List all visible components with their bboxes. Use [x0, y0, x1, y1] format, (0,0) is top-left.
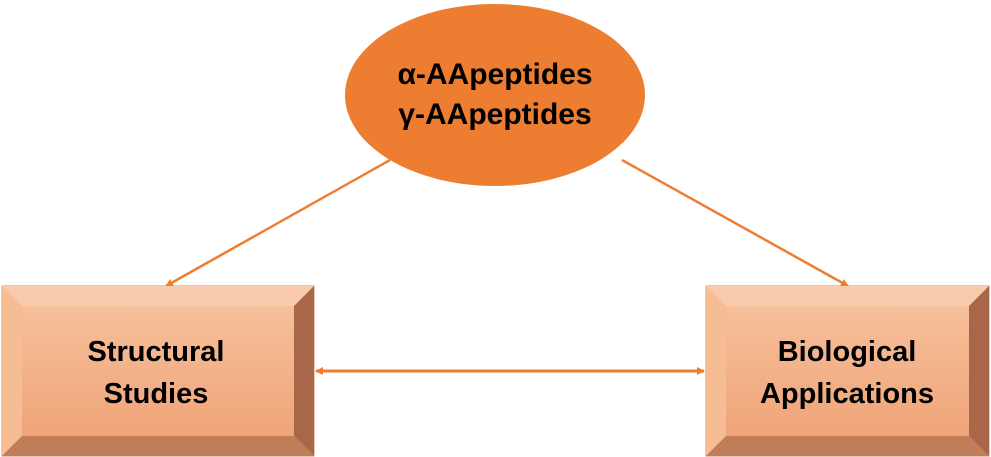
- node-aapeptides-shape: [345, 4, 645, 186]
- connectors: [165, 158, 849, 375]
- box-biological-line2: Applications: [760, 378, 934, 410]
- box-biological-face: [726, 306, 969, 436]
- bevel-left: [706, 286, 726, 456]
- box-structural-studies: Structural Studies: [1, 285, 315, 457]
- box-biological-applications: Biological Applications: [705, 285, 990, 457]
- box-structural-line2: Studies: [104, 378, 209, 410]
- box-structural-face: [22, 306, 294, 436]
- bevel-right: [969, 286, 989, 456]
- node-aapeptides-line2: γ-AApeptides: [398, 98, 591, 131]
- node-aapeptides-line1: α-AApeptides: [397, 58, 592, 91]
- bevel-left: [2, 286, 22, 456]
- bevel-bottom: [2, 436, 314, 456]
- arrow-top-to-biological: [621, 158, 849, 288]
- box-structural-line1: Structural: [88, 336, 225, 368]
- node-aapeptides: α-AApeptides γ-AApeptides: [345, 4, 645, 186]
- bevel-top: [706, 286, 989, 306]
- bevel-bottom: [706, 436, 989, 456]
- bevel-right: [294, 286, 314, 456]
- box-biological-line1: Biological: [778, 336, 917, 368]
- arrow-top-to-structural: [165, 158, 391, 288]
- bevel-top: [2, 286, 314, 306]
